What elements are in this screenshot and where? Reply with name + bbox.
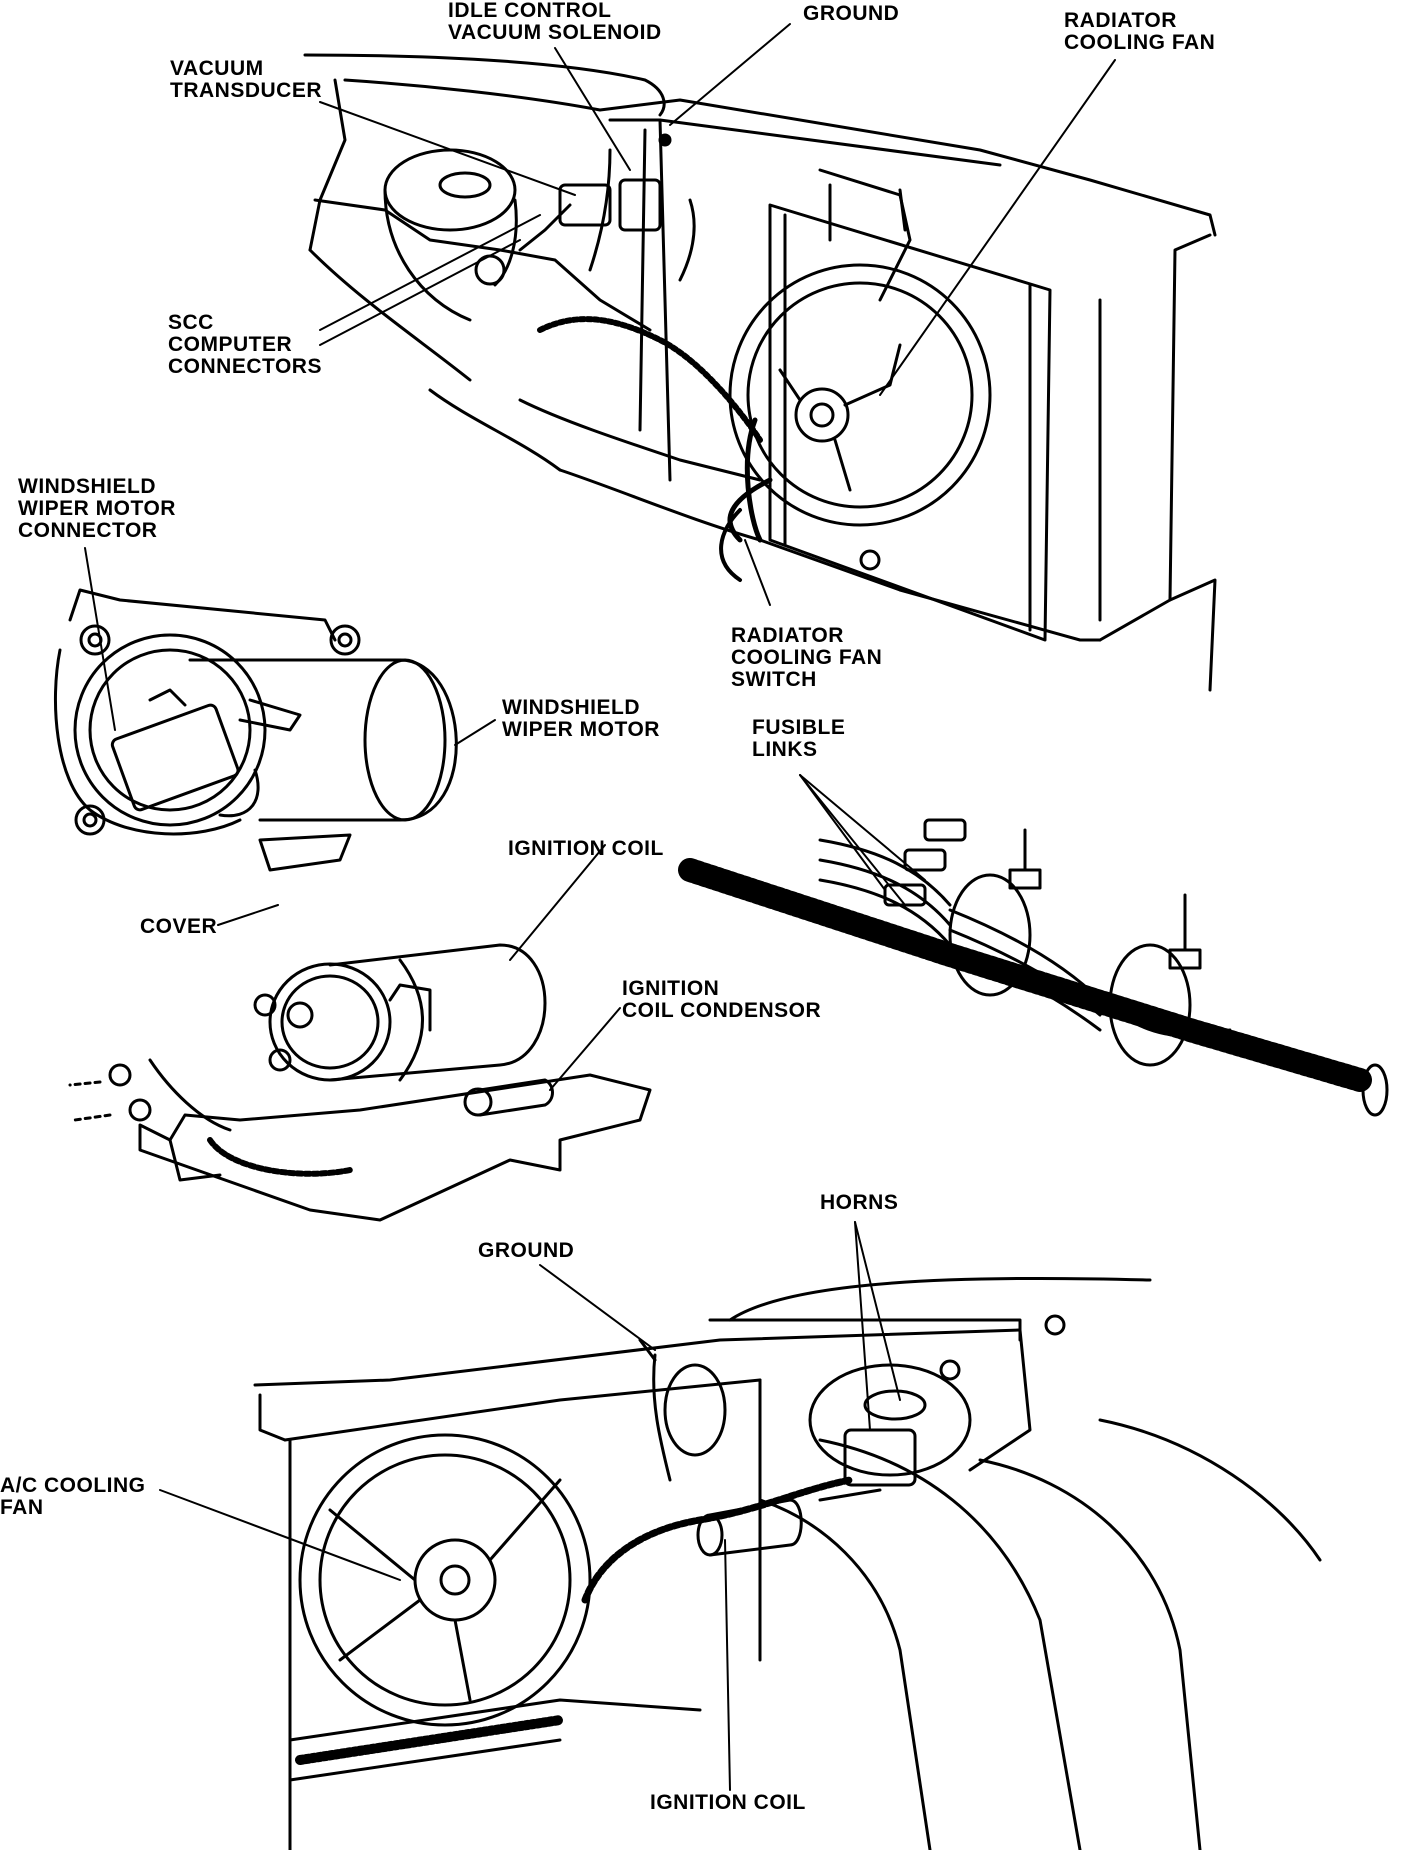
label-ignition-coil-bottom: IGNITION COIL [650,1791,806,1814]
label-ac-cooling-fan: A/C COOLING FAN [0,1474,146,1519]
label-horns: HORNS [820,1191,899,1214]
ignition-coil-illustration [68,943,652,1222]
top-engine-compartment [303,53,1217,692]
label-windshield-wiper-motor-connector: WINDSHIELD WIPER MOTOR CONNECTOR [18,475,176,542]
label-vacuum-transducer: VACUUM TRANSDUCER [170,57,322,102]
label-windshield-wiper-motor: WINDSHIELD WIPER MOTOR [502,696,660,741]
label-scc-computer-connectors: SCC COMPUTER CONNECTORS [168,311,322,378]
label-ignition-coil-top: IGNITION COIL [508,837,664,860]
wiper-motor-illustration [53,588,458,872]
label-idle-control-vacuum-solenoid: IDLE CONTROL VACUUM SOLENOID [448,0,662,44]
label-radiator-cooling-fan: RADIATOR COOLING FAN [1064,9,1216,54]
label-ground-bottom: GROUND [478,1239,575,1262]
leader-lines [84,23,1116,1791]
label-ignition-coil-condensor: IGNITION COIL CONDENSOR [622,977,822,1022]
fusible-links-illustration [678,818,1389,1117]
label-ground-top: GROUND [803,2,900,25]
label-fusible-links: FUSIBLE LINKS [752,716,846,761]
label-cover: COVER [140,915,218,938]
label-radiator-cooling-fan-switch: RADIATOR COOLING FAN SWITCH [731,624,883,691]
bottom-engine-compartment [253,1276,1322,1850]
